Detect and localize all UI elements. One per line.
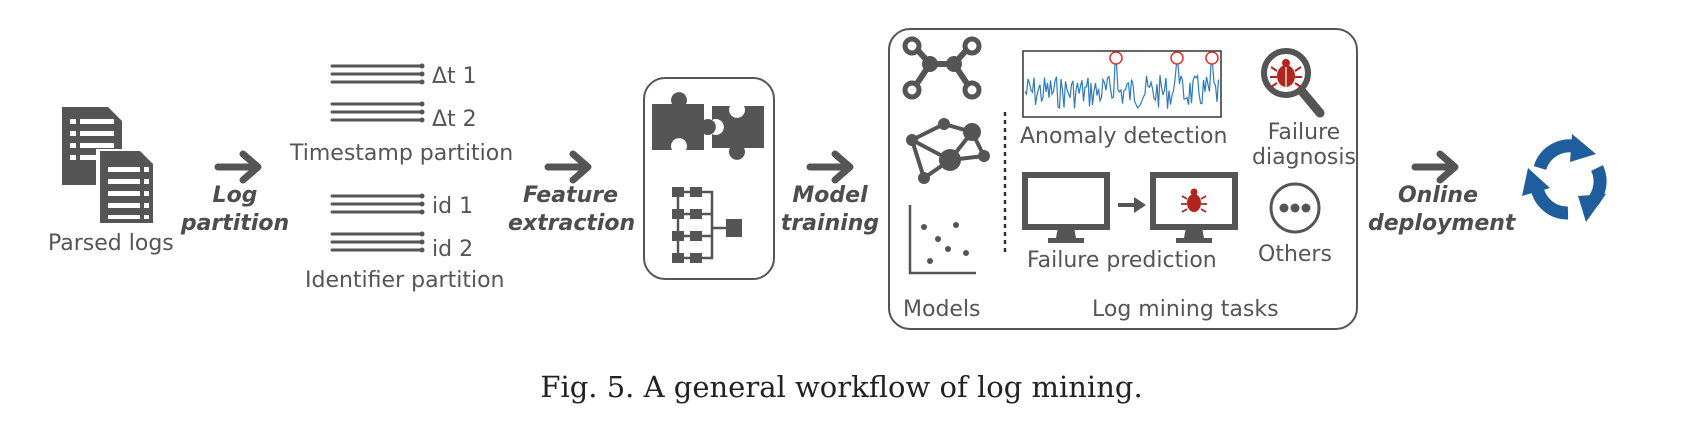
document-stack-icon (62, 107, 156, 227)
others-label: Others (1258, 242, 1332, 267)
model-training-line1: Model (792, 183, 868, 208)
feature-extraction-panel (643, 77, 775, 280)
anomaly-detection-chart (1022, 50, 1222, 118)
monitor-bug-icon (1150, 172, 1238, 243)
feature-extraction-line1: Feature (522, 183, 619, 208)
timestamp-row-1: Δt 1 (432, 64, 477, 89)
feature-extraction-line2: extraction (508, 211, 636, 236)
monitor-icon (1022, 172, 1110, 243)
failure-prediction-label: Failure prediction (1027, 248, 1217, 273)
magnifier-bug-icon (1261, 48, 1325, 118)
failure-diagnosis-line1: Failure (1267, 120, 1341, 145)
online-deployment-label: Online deployment (1368, 182, 1516, 238)
parsed-logs-label: Parsed logs (48, 231, 174, 256)
models-label: Models (903, 297, 981, 322)
refresh-cycle-icon (1522, 134, 1607, 222)
arrow-right-icon (1411, 150, 1459, 184)
figure-caption: Fig. 5. A general workflow of log mining… (540, 370, 1143, 404)
arrow-right-icon (214, 150, 262, 184)
tree-icon (672, 187, 742, 263)
more-icon (1269, 182, 1321, 234)
timestamp-row-2: Δt 2 (432, 107, 477, 132)
model-training-line2: training (780, 211, 880, 236)
anomaly-detection-label: Anomaly detection (1020, 124, 1228, 149)
anomaly-marker-2 (1170, 51, 1184, 65)
model-training-label: Model training (780, 182, 880, 238)
models-tasks-panel (888, 28, 1358, 330)
log-partition-line1: Log (212, 183, 258, 208)
arrow-right-icon (806, 150, 854, 184)
anomaly-marker-1 (1109, 51, 1123, 65)
identifier-row-2: id 2 (432, 237, 474, 262)
identifier-row-1: id 1 (432, 194, 474, 219)
timestamp-partition-lines (330, 63, 425, 123)
timestamp-partition-title: Timestamp partition (290, 141, 514, 166)
scatter-icon (908, 205, 976, 275)
identifier-partition-title: Identifier partition (305, 268, 505, 293)
graph-icon (906, 118, 990, 184)
log-partition-line2: partition (180, 211, 290, 236)
log-mining-tasks-label: Log mining tasks (1092, 297, 1279, 322)
anomaly-signal-line (1024, 63, 1220, 110)
feature-extraction-label: Feature extraction (508, 182, 636, 238)
failure-diagnosis-line2: diagnosis (1252, 145, 1356, 170)
arrow-right-icon (544, 150, 592, 184)
log-partition-label: Log partition (180, 182, 290, 238)
failure-diagnosis-label: Failure diagnosis (1252, 120, 1356, 170)
molecule-icon (902, 36, 982, 100)
online-deployment-line1: Online (1397, 183, 1479, 208)
puzzle-icon (652, 92, 764, 160)
separator-line (1003, 112, 1007, 252)
anomaly-marker-3 (1205, 51, 1219, 65)
identifier-partition-lines (330, 193, 425, 253)
arrow-right-icon (1118, 197, 1146, 213)
online-deployment-line2: deployment (1368, 211, 1516, 236)
